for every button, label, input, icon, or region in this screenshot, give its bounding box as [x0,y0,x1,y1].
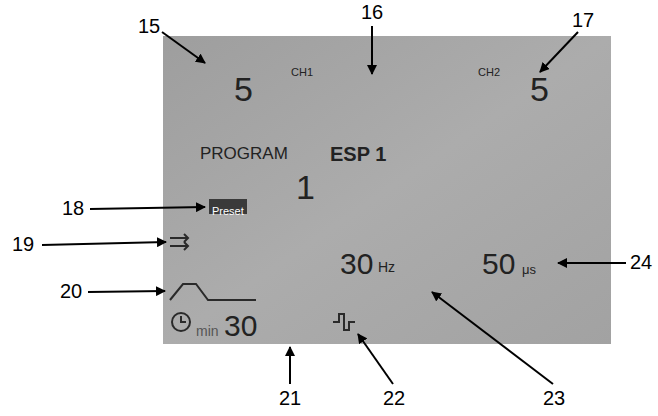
leader-arrow [88,291,165,292]
callout-number: 16 [361,2,383,22]
leader-arrow [558,262,626,264]
callout-number: 20 [60,281,82,301]
lcd-screen [163,36,611,344]
leader-arrow [289,347,291,384]
callout-number: 18 [62,198,84,218]
clock-hands [181,316,186,322]
pulse-icon [333,314,355,330]
callout-number: 17 [572,10,594,30]
frequency-value: 30 [340,249,373,279]
callout-number: 19 [12,234,34,254]
leader-lines [42,26,626,384]
preset-label: Preset [212,206,244,217]
pulse-width-unit: μs [522,263,536,276]
frequency-unit: Hz [378,260,395,274]
pulse-width-value: 50 [482,249,515,279]
callout-number: 22 [383,388,405,408]
program-number: 1 [296,170,315,204]
channel-name: CH2 [478,67,500,78]
callout-number: 21 [279,388,301,408]
time-unit: min [196,324,219,338]
time-value: 30 [224,311,257,341]
leader-arrow [371,26,373,74]
channel-intensity: 5 [530,72,549,106]
channel-name: CH1 [291,67,313,78]
channel-arrow [170,234,188,242]
program-label: PROGRAM [200,145,288,162]
callout-number: 24 [630,252,652,272]
channel-intensity: 5 [234,72,253,106]
leader-arrow [42,242,166,245]
clock-icon [172,313,190,331]
lcd-icons [170,234,355,331]
leader-arrow [540,32,578,72]
callout-number: 23 [543,388,565,408]
channel-arrow [170,242,188,250]
leader-arrow [90,207,205,209]
ramp-waveform [170,284,256,300]
program-name: ESP 1 [330,144,386,164]
leader-arrow [432,292,553,384]
preset-badge: Preset [209,199,247,214]
leader-arrow [358,334,393,384]
callout-number: 15 [138,16,160,36]
leader-arrow [162,32,205,63]
